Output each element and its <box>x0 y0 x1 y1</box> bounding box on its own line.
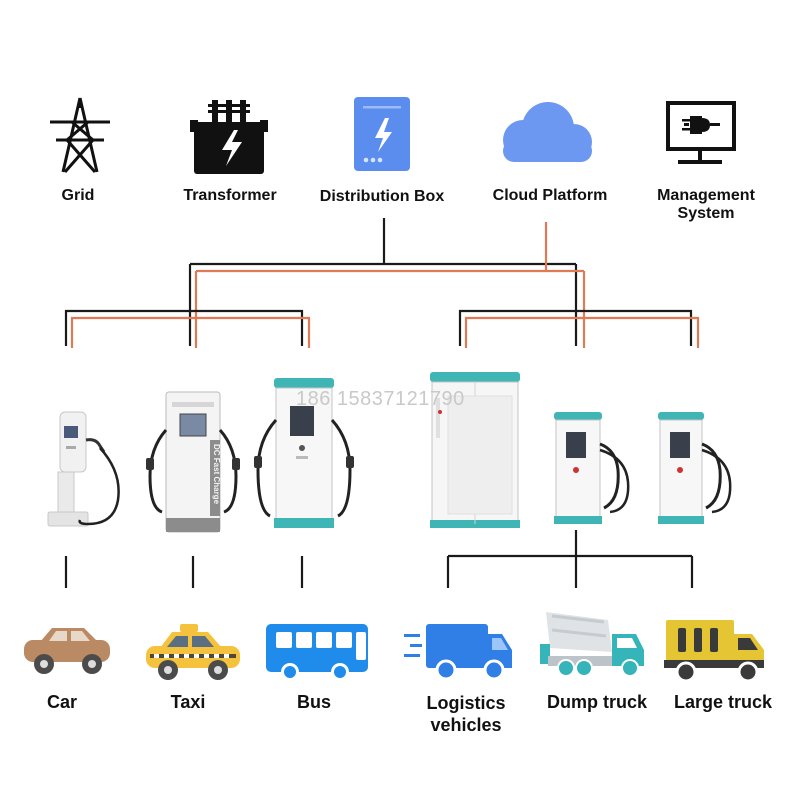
cloud-platform-label: Cloud Platform <box>492 187 608 204</box>
black-line-trunk <box>188 218 578 346</box>
management-system-label: Management System <box>636 187 776 223</box>
logistics-truck-icon <box>404 624 512 681</box>
car-icon <box>24 628 110 674</box>
power-cabinet-device <box>430 372 520 528</box>
logistics-vehicles-label: Logistics vehicles <box>404 692 528 736</box>
monitor-plug-icon <box>666 101 736 164</box>
large-truck-label: Large truck <box>673 692 773 712</box>
grid-tower-icon <box>50 97 110 173</box>
car-label: Car <box>46 692 77 712</box>
taxi-label: Taxi <box>170 692 206 712</box>
dump-truck-label: Dump truck <box>546 692 647 712</box>
orange-line-right-branch <box>464 316 700 348</box>
watermark-phone: 186 15837121790 <box>296 388 465 410</box>
large-truck-icon <box>664 620 764 683</box>
wall-charger-device <box>47 411 120 527</box>
teal-charger-tall <box>254 378 354 528</box>
distribution-box-label: Distribution Box <box>319 188 445 205</box>
management-system-line-2: System <box>677 205 735 222</box>
taxi-icon <box>146 624 240 680</box>
black-line-right-branch <box>458 309 693 346</box>
distribution-box-icon <box>354 97 410 171</box>
logistics-line-2: vehicles <box>430 715 502 735</box>
connection-lines <box>64 218 700 588</box>
teal-charger-small-1 <box>554 412 630 524</box>
grid-label: Grid <box>61 187 95 204</box>
logistics-line-1: Logistics <box>426 693 506 713</box>
management-system-line-1: Management <box>657 187 755 204</box>
orange-line-left-branch <box>70 316 311 348</box>
bus-label: Bus <box>296 692 331 712</box>
dump-truck-icon <box>540 612 644 677</box>
teal-charger-small-2 <box>658 412 732 524</box>
orange-line-trunk <box>194 222 586 348</box>
bus-icon <box>266 624 368 681</box>
transformer-icon <box>190 100 268 174</box>
cloud-icon <box>503 102 592 162</box>
dc-fast-charger-grey: DC Fast Charge <box>146 391 240 533</box>
dc-fast-charge-label: DC Fast Charge <box>212 444 221 505</box>
black-line-left-branch <box>64 309 304 346</box>
transformer-label: Transformer <box>183 187 277 204</box>
truck-group-link <box>446 530 694 588</box>
